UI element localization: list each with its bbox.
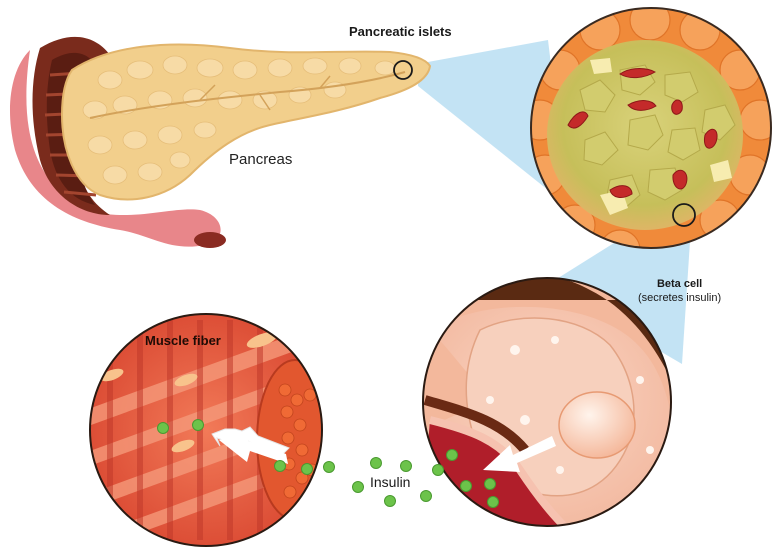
- beta-cell-title: Beta cell: [638, 277, 721, 291]
- pancreatic-islets-label: Pancreatic islets: [349, 24, 452, 39]
- pancreas-organ: [62, 44, 430, 199]
- beta-cell-label: Beta cell (secretes insulin): [638, 277, 721, 305]
- beta-cell-note: (secretes insulin): [638, 291, 721, 305]
- islet-zoom: [520, 0, 775, 270]
- insulin-label: Insulin: [370, 474, 410, 490]
- muscle-fiber-label: Muscle fiber: [145, 333, 221, 348]
- pancreas-label: Pancreas: [229, 151, 292, 168]
